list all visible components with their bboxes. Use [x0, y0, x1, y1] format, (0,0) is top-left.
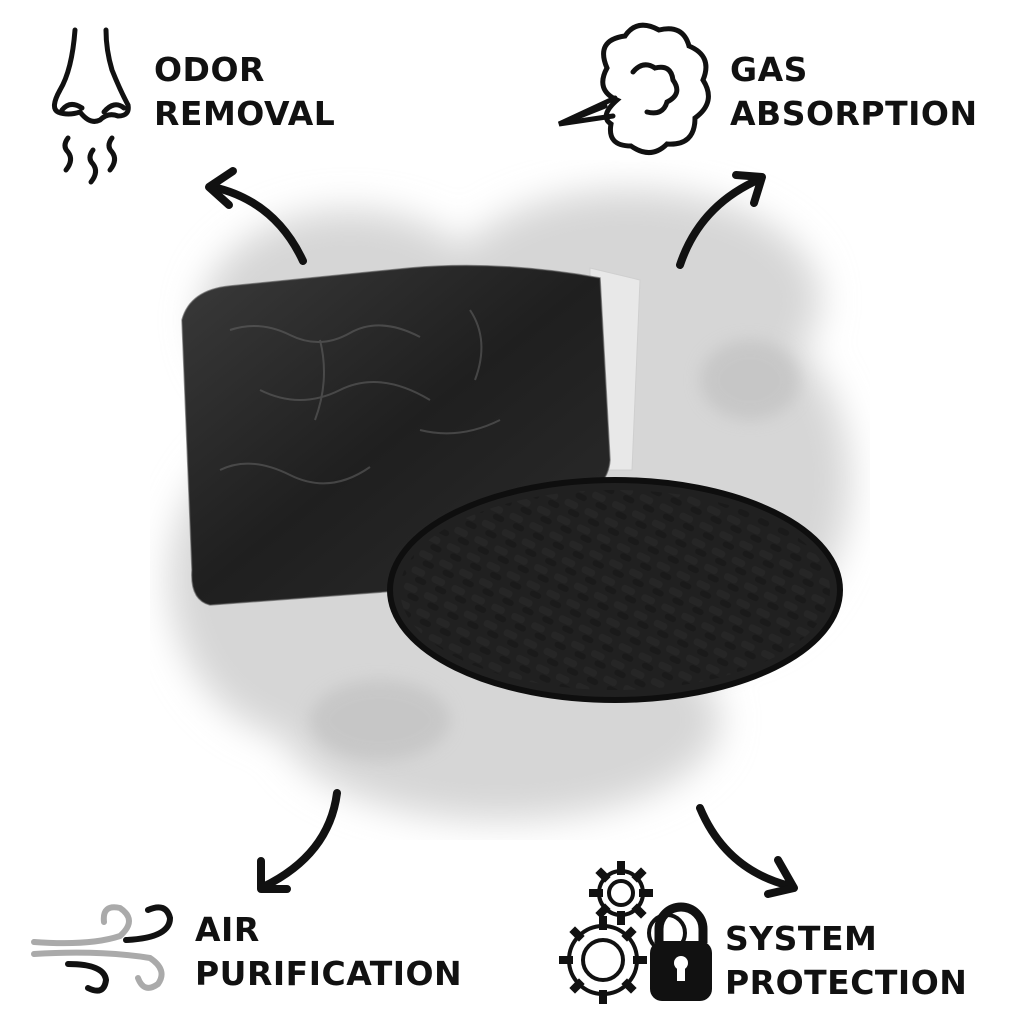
gears-lock-icon [559, 861, 712, 1004]
pellet-bowl [387, 477, 843, 703]
system-protection-line2: PROTECTION [725, 963, 968, 1002]
feature-gas-absorption: GAS ABSORPTION [555, 20, 995, 170]
feature-odor-removal: ODOR REMOVAL [50, 20, 350, 200]
air-purification-line1: AIR [195, 910, 260, 949]
feature-air-purification: AIR PURIFICATION [30, 900, 480, 1010]
nose-icon [52, 27, 131, 185]
cloud-puff-icon [557, 22, 711, 155]
gas-absorption-line1: GAS [730, 50, 808, 89]
odor-removal-line1: ODOR [154, 50, 265, 89]
arrow-to-odor-removal [205, 167, 307, 265]
arrow-to-gas-absorption [676, 171, 766, 269]
product-image [181, 264, 843, 703]
feature-system-protection: SYSTEM PROTECTION [555, 855, 995, 1015]
air-purification-line2: PURIFICATION [195, 954, 463, 993]
arrow-to-system-protection [696, 804, 798, 898]
wind-icon [31, 904, 174, 994]
odor-removal-line2: REMOVAL [154, 94, 336, 133]
system-protection-line1: SYSTEM [725, 919, 878, 958]
arrow-to-air-purification [257, 789, 341, 893]
gas-absorption-line2: ABSORPTION [730, 94, 978, 133]
